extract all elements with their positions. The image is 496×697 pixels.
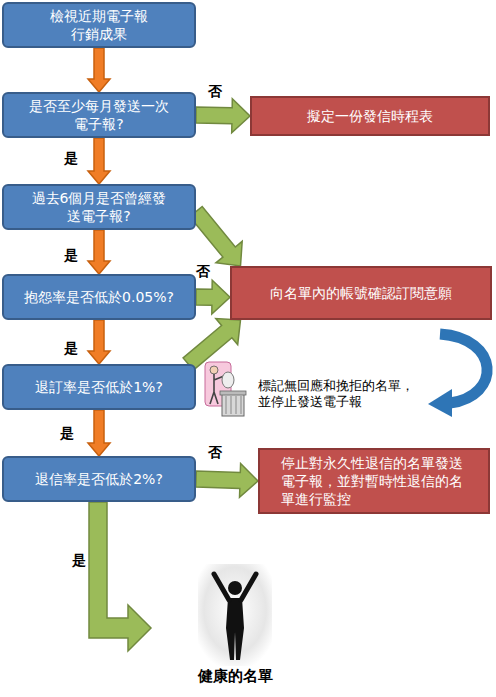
branch-arrow (196, 463, 258, 497)
box-text: 停止對永久性退信的名單發送 電子報，並對暫時性退信的名 單進行監控 (281, 454, 467, 508)
person-illustration (198, 564, 272, 666)
box-text: 抱怨率是否低於0.05%? (9, 288, 189, 306)
decision-box: 過去6個月是否曾經發 送電子報? (2, 184, 196, 230)
edge-label: 否 (208, 82, 222, 100)
branch-label: 是 (72, 552, 102, 568)
text-wrap: 抱怨率是否低於0.05%? (9, 288, 189, 306)
text-wrap: 退信率是否低於2%? (9, 470, 189, 488)
action-box: 停止對永久性退信的名單發送 電子報，並對暫時性退信的名 單進行監控 (258, 448, 490, 514)
box-text: 是否至少每月發送一次 電子報? (24, 97, 174, 133)
decision-box: 退信率是否低於2%? (2, 456, 196, 502)
action-box: 向名單內的帳號確認訂閱意願 (230, 266, 492, 320)
box-text: 檢視近期電子報 行銷成果 (44, 7, 154, 43)
decision-box: 退訂率是否低於1%? (2, 364, 196, 410)
decision-box: 抱怨率是否低於0.05%? (2, 274, 196, 320)
text-wrap: 向名單內的帳號確認訂閱意願 (241, 284, 481, 302)
text-wrap: 過去6個月是否曾經發 送電子報? (26, 189, 172, 225)
branch-arrow (196, 280, 230, 314)
branch-arrow (183, 319, 240, 371)
box-text: 退訂率是否低於1%? (9, 378, 189, 396)
trash-illustration (205, 362, 246, 416)
yes-arrow (88, 138, 110, 184)
text-wrap: 停止對永久性退信的名單發送 電子報，並對暫時性退信的名 單進行監控 (281, 454, 467, 508)
text-wrap: 退訂率是否低於1%? (9, 378, 189, 396)
text-wrap: 是否至少每月發送一次 電子報? (24, 97, 174, 133)
box-text: 退信率是否低於2%? (9, 470, 189, 488)
result-label: 健康的名單 (190, 668, 280, 684)
edge-label: 否 (208, 443, 222, 461)
start-box: 檢視近期電子報 行銷成果 (2, 2, 196, 48)
box-text: 向名單內的帳號確認訂閱意願 (241, 284, 481, 302)
branch-arrow (190, 207, 242, 267)
yes-arrow (88, 230, 110, 274)
edge-label: 否 (196, 262, 210, 280)
note-text: 標記無回應和挽拒的名單， 並停止發送電子報 (258, 378, 422, 410)
branch-arrow (196, 99, 250, 133)
action-box: 擬定一份發信時程表 (250, 96, 490, 136)
yes-arrow (88, 48, 110, 92)
text-wrap: 擬定一份發信時程表 (260, 107, 480, 125)
flow-arrow (89, 502, 151, 651)
box-text: 過去6個月是否曾經發 送電子報? (26, 189, 172, 225)
edge-label: 是 (60, 424, 74, 442)
box-text: 擬定一份發信時程表 (260, 107, 480, 125)
edge-label: 是 (64, 339, 78, 357)
yes-arrow (88, 410, 110, 456)
edge-label: 是 (64, 149, 78, 167)
yes-arrow (88, 320, 110, 364)
decision-box: 是否至少每月發送一次 電子報? (2, 92, 196, 138)
edge-label: 是 (64, 246, 78, 264)
text-wrap: 檢視近期電子報 行銷成果 (44, 7, 154, 43)
curved-arrow-head (428, 389, 452, 417)
